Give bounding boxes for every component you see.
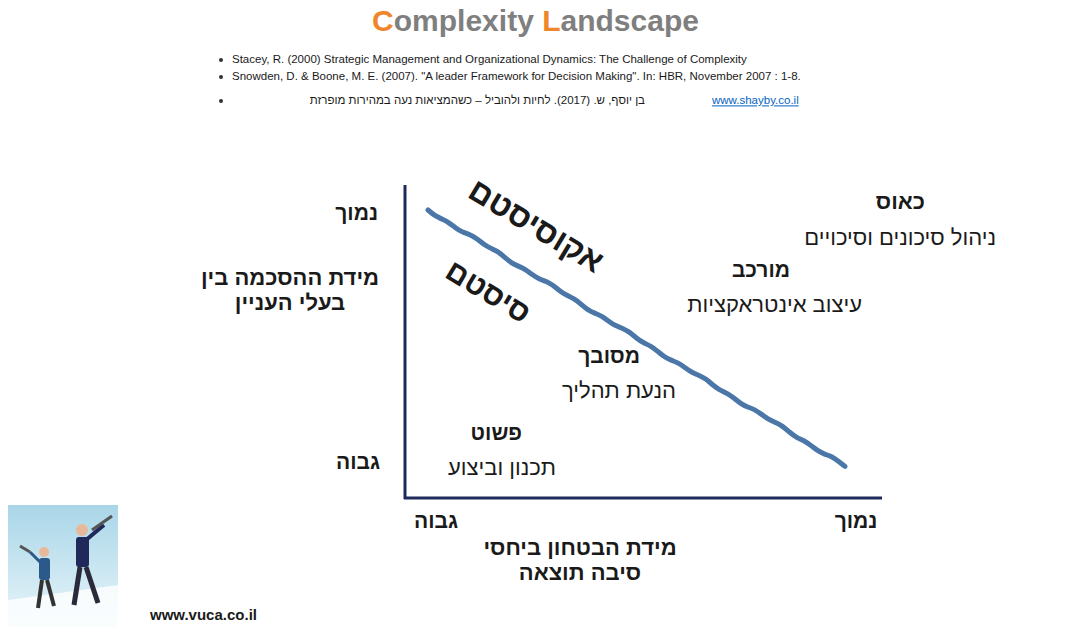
reference: Stacey, R. (2000) Strategic Management a… xyxy=(232,53,747,66)
figure-body xyxy=(76,537,89,567)
x-axis xyxy=(404,497,882,500)
axis-title: מידת הבטחון ביחסי סיבה תוצאה xyxy=(470,535,690,586)
figure-leg xyxy=(74,567,80,605)
zone-action: הנעת תהליך xyxy=(562,378,676,403)
figure-head xyxy=(39,547,49,557)
binoculars xyxy=(20,546,30,552)
zone-action: עיצוב אינטראקציות xyxy=(687,292,862,317)
curve-label: סיסטם xyxy=(439,253,536,330)
bullet xyxy=(219,75,223,79)
zone-action: ניהול סיכונים וסיכויים xyxy=(804,225,996,250)
telescope xyxy=(92,516,112,530)
axis-title: מידת ההסכמה בין בעלי העניין xyxy=(195,265,385,316)
figure-leg xyxy=(38,580,42,608)
reference: Snowden, D. & Boone, M. E. (2007). "A le… xyxy=(232,70,801,83)
zone-name: פשוט xyxy=(471,421,522,445)
zone-name: מורכב xyxy=(732,258,790,282)
watermark: www.vuca.co.il xyxy=(150,606,257,623)
curve-label: אקוסיסטם xyxy=(462,171,610,280)
reference: בן יוסף, ש. (2017). לחיות ולהוביל – כשהמ… xyxy=(310,94,645,107)
reference-link: www.shayby.co.il xyxy=(712,94,799,107)
zone-name: מסובך xyxy=(578,344,640,368)
figure-arm xyxy=(30,552,40,562)
figure-leg xyxy=(86,567,98,603)
illustration-ground xyxy=(8,505,118,627)
figure-head xyxy=(76,524,88,536)
bullet xyxy=(219,58,223,62)
axis-end-label: נמוך xyxy=(335,201,378,225)
bullet xyxy=(219,99,223,103)
axis-end-label: גבוה xyxy=(414,509,458,533)
axis-end-label: גבוה xyxy=(336,450,380,474)
illustration xyxy=(8,505,118,627)
zone-name: כאוס xyxy=(876,189,925,214)
figure-leg xyxy=(47,580,54,606)
axis-end-label: נמוך xyxy=(835,509,878,533)
y-axis xyxy=(404,185,407,499)
zone-action: תכנון וביצוע xyxy=(448,455,556,480)
illustration-floor xyxy=(8,585,118,627)
complexity-curve xyxy=(428,210,845,466)
title: Complexity Landscape xyxy=(0,4,1071,38)
